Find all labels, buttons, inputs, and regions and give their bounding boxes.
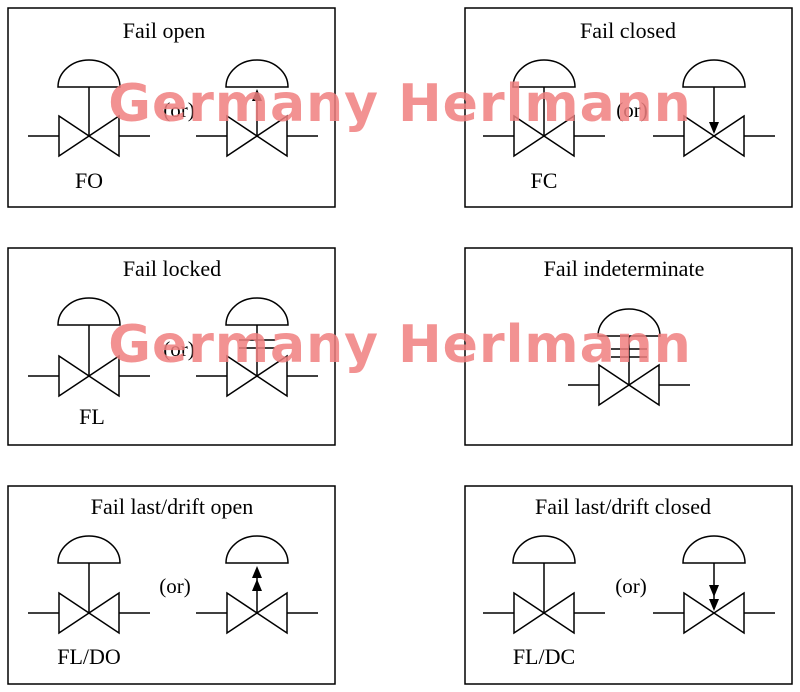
valve-symbol-arrow-up <box>196 59 318 158</box>
panel-frame <box>7 7 336 208</box>
panel-title: Fail last/drift closed <box>535 494 711 519</box>
actuator-icon <box>512 535 576 564</box>
panel-code: FC <box>531 168 558 193</box>
arrow-down-icon <box>709 122 719 134</box>
actuator-icon <box>225 297 289 326</box>
panel-fail-locked: Fail locked (or) FL <box>7 247 336 446</box>
valve-symbol-lock-bars <box>196 297 318 398</box>
panel-title: Fail indeterminate <box>544 256 705 281</box>
arrow-down-icon <box>709 585 719 597</box>
panel-fail-indeterminate: Fail indeterminate <box>464 247 793 446</box>
or-label: (or) <box>163 98 194 122</box>
valve-symbol <box>28 297 150 398</box>
actuator-icon <box>225 59 289 88</box>
watermark-text: Germany Herlmann <box>108 315 691 375</box>
panel-code: FL/DC <box>513 644 575 669</box>
arrow-up-icon <box>252 89 262 101</box>
actuator-icon <box>512 59 576 88</box>
valve-symbol-double-arrow-up <box>196 535 318 635</box>
arrow-up-icon <box>252 579 262 591</box>
or-label: (or) <box>615 574 646 598</box>
panel-frame <box>7 485 336 685</box>
valve-symbol <box>483 59 605 158</box>
panel-fail-open: Fail open (or) FO <box>7 7 336 208</box>
panel-title: Fail last/drift open <box>91 494 254 519</box>
valve-symbol-double-arrow-down <box>653 535 775 635</box>
actuator-icon <box>225 535 289 564</box>
panel-title: Fail open <box>123 18 206 43</box>
panel-code: FO <box>75 168 103 193</box>
panel-code: FL/DO <box>57 644 121 669</box>
panel-fail-last-drift-closed: Fail last/drift closed (or) FL/DC <box>464 485 793 685</box>
panel-frame <box>464 485 793 685</box>
or-label: (or) <box>163 337 194 361</box>
panel-frame <box>464 7 793 208</box>
actuator-icon <box>682 535 746 564</box>
valve-symbol-lock-bars <box>568 308 690 407</box>
panel-frame <box>7 247 336 446</box>
actuator-icon <box>597 308 661 337</box>
actuator-icon <box>57 535 121 564</box>
or-label: (or) <box>616 98 647 122</box>
arrow-down-icon <box>709 599 719 611</box>
valve-symbol-arrow-down <box>653 59 775 158</box>
arrow-up-icon <box>252 566 262 578</box>
watermark-text: Germany Herlmann <box>108 74 691 134</box>
panel-title: Fail closed <box>580 18 676 43</box>
valve-symbol <box>28 535 150 635</box>
actuator-icon <box>57 59 121 88</box>
panel-code: FL <box>79 404 105 429</box>
or-label: (or) <box>159 574 190 598</box>
panel-fail-closed: Fail closed (or) FC <box>464 7 793 208</box>
panel-fail-last-drift-open: Fail last/drift open (or) FL/DO <box>7 485 336 685</box>
valve-symbol <box>28 59 150 158</box>
panel-title: Fail locked <box>123 256 221 281</box>
actuator-icon <box>682 59 746 88</box>
actuator-icon <box>57 297 121 326</box>
valve-symbol <box>483 535 605 635</box>
